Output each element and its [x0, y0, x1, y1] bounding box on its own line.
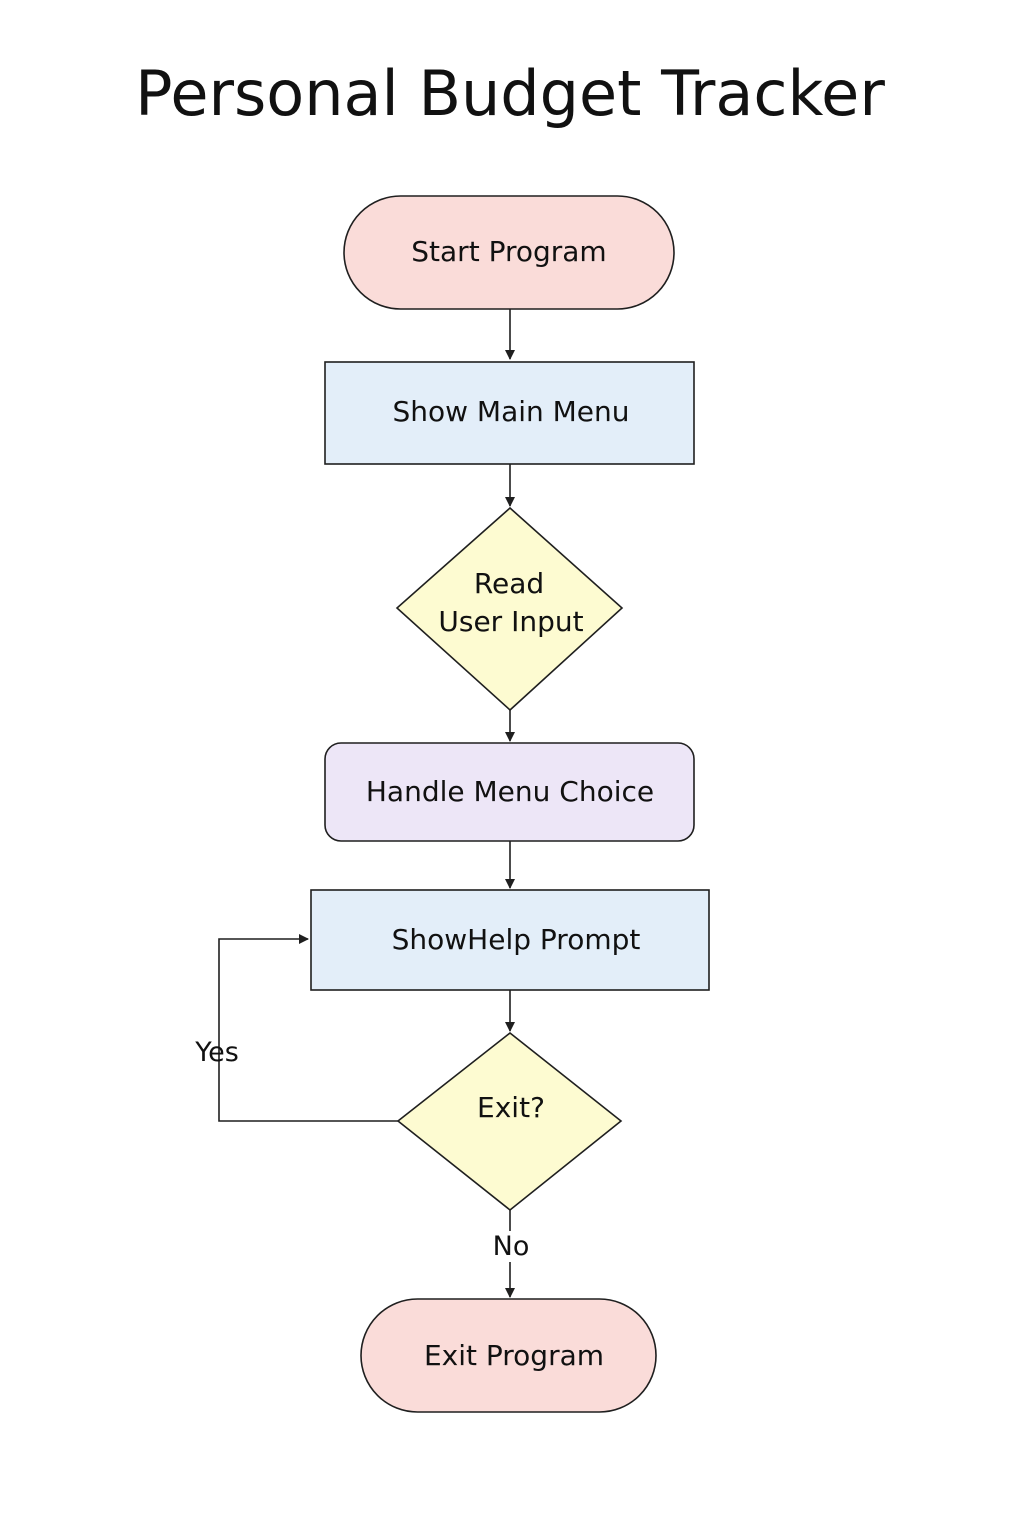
node-exit-question: Exit?	[396, 1031, 623, 1212]
exit-question-label: Exit?	[477, 1091, 545, 1124]
node-show-main-menu: Show Main Menu	[324, 361, 695, 465]
exit-program-shape	[360, 1298, 657, 1413]
edges	[218, 309, 515, 1298]
node-start-program: Start Program	[343, 195, 675, 310]
read-user-input-shape	[395, 506, 624, 712]
exit-question-shape	[396, 1031, 623, 1212]
showhelp-prompt-label: ShowHelp Prompt	[392, 923, 641, 956]
node-handle-menu-choice: Handle Menu Choice	[324, 742, 695, 842]
show-main-menu-shape	[324, 361, 695, 465]
exit-program-label: Exit Program	[424, 1339, 604, 1372]
showhelp-prompt-shape	[310, 889, 710, 991]
start-program-shape	[343, 195, 675, 310]
handle-menu-choice-label: Handle Menu Choice	[366, 775, 654, 808]
node-exit-program: Exit Program	[360, 1298, 657, 1413]
node-showhelp-prompt: ShowHelp Prompt	[310, 889, 710, 991]
read-user-input-label-line-2: User Input	[438, 605, 583, 638]
edge-label-yes: Yes	[194, 1037, 239, 1068]
edge-yes-loop-to-help	[218, 934, 398, 1122]
handle-menu-choice-shape	[324, 742, 695, 842]
read-user-input-label-line-1: Read	[474, 567, 544, 600]
node-read-user-input: Read User Input	[395, 506, 624, 712]
edge-label-no: No	[493, 1231, 530, 1262]
diagram-title: Personal Budget Tracker	[135, 57, 885, 130]
start-program-label: Start Program	[411, 235, 606, 268]
show-main-menu-label: Show Main Menu	[392, 395, 629, 428]
